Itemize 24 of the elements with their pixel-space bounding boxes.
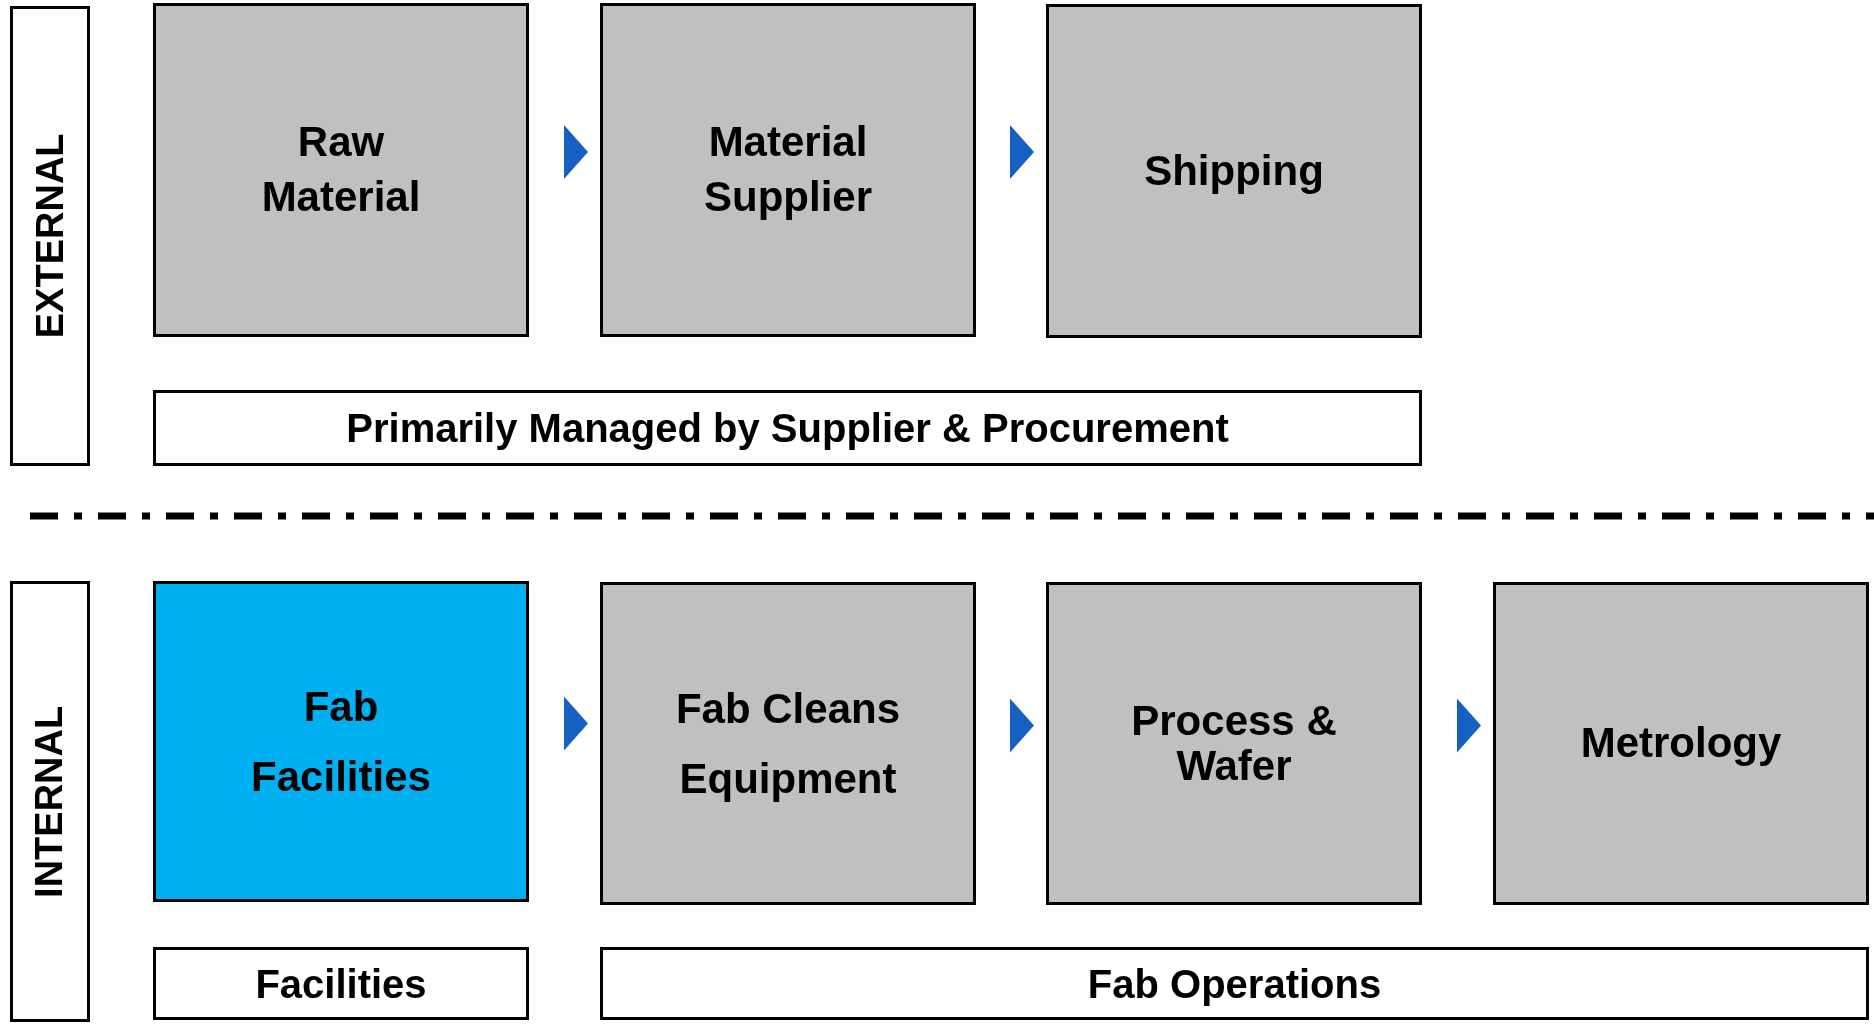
section-label [10,6,90,466]
process-box [600,3,976,337]
step-name: Fab Facilities [250,682,432,802]
group-name: Fab Operations [1087,960,1382,1007]
group-name: Facilities [255,960,427,1007]
step-name: Raw Material [260,117,422,222]
process-box [600,582,976,905]
process-box [1046,4,1422,338]
section-name: INTERNAL [28,705,72,898]
step-name: Process & Wafer [1130,699,1338,788]
group-name: Primarily Managed by Supplier & Procurement [346,405,1229,451]
process-box [153,581,529,902]
section-label [10,581,90,1022]
responsibility-bar [153,947,529,1020]
process-box [1493,582,1869,905]
step-name: Material Supplier [703,117,873,222]
step-name: Fab Cleans Equipment [674,684,902,804]
process-box [1046,582,1422,905]
process-box [153,3,529,337]
responsibility-bar [153,390,1422,466]
section-name: EXTERNAL [28,133,72,339]
step-name: Shipping [1144,145,1324,196]
step-name: Metrology [1580,718,1782,769]
responsibility-bar [600,947,1869,1020]
